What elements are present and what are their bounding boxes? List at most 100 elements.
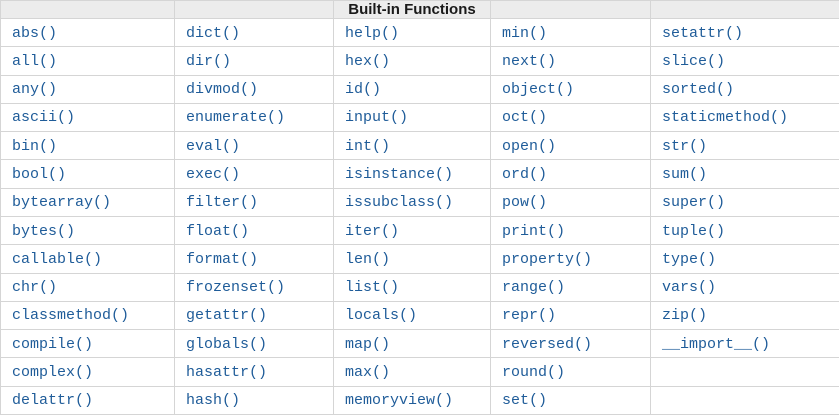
function-cell: open() (490, 131, 651, 161)
function-link[interactable]: pow() (502, 194, 548, 212)
function-link[interactable]: any() (12, 81, 58, 99)
function-link[interactable]: sum() (662, 166, 708, 184)
function-link[interactable]: id() (345, 81, 382, 99)
function-link[interactable]: __import__() (662, 335, 771, 353)
function-cell: issubclass() (333, 187, 491, 217)
function-link[interactable]: abs() (12, 24, 58, 42)
function-link[interactable]: filter() (186, 194, 259, 212)
function-link[interactable]: range() (502, 279, 566, 297)
function-link[interactable]: locals() (345, 307, 418, 325)
function-link[interactable]: callable() (12, 250, 103, 268)
function-cell: round() (490, 357, 651, 387)
function-link[interactable]: complex() (12, 364, 94, 382)
function-link[interactable]: list() (345, 279, 400, 297)
function-cell: format() (174, 244, 334, 274)
function-cell: tuple() (650, 215, 839, 246)
function-link[interactable]: round() (502, 364, 566, 382)
function-link[interactable]: float() (186, 222, 250, 240)
function-cell: vars() (650, 272, 839, 302)
function-cell: min() (490, 17, 651, 48)
function-link[interactable]: open() (502, 137, 557, 155)
function-cell: id() (333, 74, 491, 104)
function-link[interactable]: hasattr() (186, 364, 268, 382)
function-link[interactable]: sorted() (662, 81, 735, 99)
function-cell: dict() (174, 17, 334, 48)
function-link[interactable]: next() (502, 52, 557, 70)
function-link[interactable]: dir() (186, 52, 232, 70)
function-link[interactable]: help() (345, 24, 400, 42)
function-cell: slice() (650, 46, 839, 76)
function-link[interactable]: all() (12, 52, 58, 70)
function-link[interactable]: set() (502, 392, 548, 410)
table-row: compile() globals() map() reversed() __impor… (0, 329, 839, 359)
function-link[interactable]: hash() (186, 392, 241, 410)
function-link[interactable]: bin() (12, 137, 58, 155)
function-link[interactable]: reversed() (502, 335, 593, 353)
function-link[interactable]: ascii() (12, 109, 76, 127)
function-cell: isinstance() (333, 159, 491, 189)
function-cell: bin() (0, 131, 175, 161)
function-link[interactable]: divmod() (186, 81, 259, 99)
function-cell: list() (333, 272, 491, 302)
function-link[interactable]: bytes() (12, 222, 76, 240)
function-cell: hash() (174, 385, 334, 415)
function-link[interactable]: compile() (12, 335, 94, 353)
function-link[interactable]: format() (186, 250, 259, 268)
function-link[interactable]: int() (345, 137, 391, 155)
function-cell: property() (490, 244, 651, 274)
table-row: bytearray() filter() issubclass() pow() supe… (0, 187, 839, 217)
function-link[interactable]: repr() (502, 307, 557, 325)
function-link[interactable]: bytearray() (12, 194, 112, 212)
function-link[interactable]: frozenset() (186, 279, 286, 297)
function-link[interactable]: bool() (12, 166, 67, 184)
function-cell: sorted() (650, 74, 839, 104)
function-link[interactable]: oct() (502, 109, 548, 127)
function-cell: callable() (0, 244, 175, 274)
function-link[interactable]: isinstance() (345, 166, 454, 184)
function-link[interactable]: zip() (662, 307, 708, 325)
function-cell: str() (650, 131, 839, 161)
function-link[interactable]: memoryview() (345, 392, 454, 410)
function-link[interactable]: iter() (345, 222, 400, 240)
function-link[interactable]: property() (502, 250, 593, 268)
function-link[interactable]: print() (502, 222, 566, 240)
function-link[interactable]: super() (662, 194, 726, 212)
function-link[interactable]: map() (345, 335, 391, 353)
function-link[interactable]: setattr() (662, 24, 744, 42)
function-link[interactable]: ord() (502, 166, 548, 184)
function-link[interactable]: input() (345, 109, 409, 127)
function-link[interactable]: len() (345, 250, 391, 268)
table-row: bytes() float() iter() print() tuple() (0, 215, 839, 246)
function-cell: hasattr() (174, 357, 334, 387)
function-link[interactable]: object() (502, 81, 575, 99)
function-link[interactable]: getattr() (186, 307, 268, 325)
function-cell: max() (333, 357, 491, 387)
function-link[interactable]: staticmethod() (662, 109, 789, 127)
function-link[interactable]: vars() (662, 279, 717, 297)
function-link[interactable]: issubclass() (345, 194, 454, 212)
function-cell: int() (333, 131, 491, 161)
function-link[interactable]: eval() (186, 137, 241, 155)
function-link[interactable]: hex() (345, 52, 391, 70)
function-cell: filter() (174, 187, 334, 217)
function-link[interactable]: tuple() (662, 222, 726, 240)
function-link[interactable]: max() (345, 364, 391, 382)
function-link[interactable]: min() (502, 24, 548, 42)
function-link[interactable]: str() (662, 137, 708, 155)
function-link[interactable]: classmethod() (12, 307, 130, 325)
function-link[interactable]: enumerate() (186, 109, 286, 127)
function-link[interactable]: dict() (186, 24, 241, 42)
function-link[interactable]: chr() (12, 279, 58, 297)
function-link[interactable]: exec() (186, 166, 241, 184)
function-cell: compile() (0, 329, 175, 359)
function-link[interactable]: globals() (186, 335, 268, 353)
function-cell: __import__() (650, 329, 839, 359)
table-row: classmethod() getattr() locals() repr() zip(… (0, 300, 839, 331)
table-row: bool() exec() isinstance() ord() sum() (0, 159, 839, 189)
function-cell: locals() (333, 300, 491, 331)
function-link[interactable]: type() (662, 250, 717, 268)
function-link[interactable]: slice() (662, 52, 726, 70)
function-link[interactable]: delattr() (12, 392, 94, 410)
function-cell: frozenset() (174, 272, 334, 302)
